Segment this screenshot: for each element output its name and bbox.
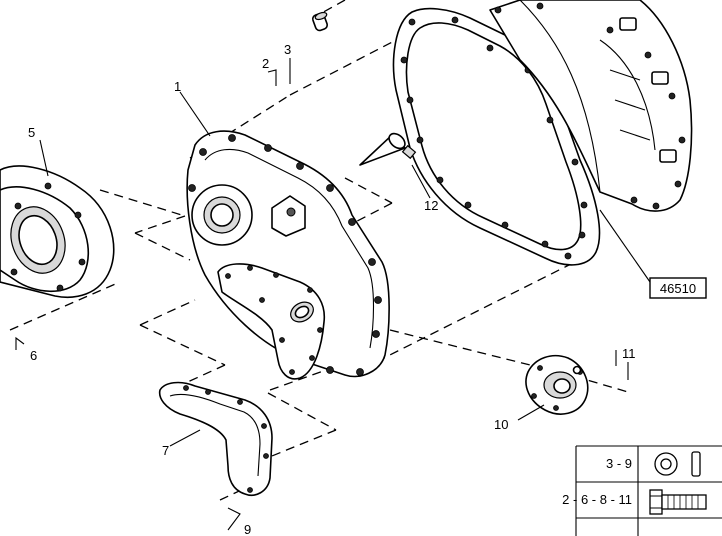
callout-2: 2	[262, 56, 269, 71]
callout-10: 10	[494, 417, 508, 432]
rear-housing	[489, 0, 693, 212]
part-12-breather	[359, 132, 417, 166]
table-row1-label: 3 - 9	[606, 456, 632, 471]
part-10-flange	[525, 354, 589, 415]
washer-icon	[654, 451, 701, 477]
fastener-table: 3 - 9 2 - 6 - 8 - 11	[562, 445, 722, 536]
gasket	[392, 7, 601, 266]
cover-plate	[217, 263, 326, 380]
part-5-housing-ring	[0, 165, 115, 299]
assembly-lines	[9, 0, 629, 501]
part-1-front-cover	[186, 130, 390, 378]
callout-7: 7	[162, 443, 169, 458]
reference-number: 46510	[660, 281, 696, 296]
reference-box: 46510	[649, 277, 707, 299]
callout-6: 6	[30, 348, 37, 363]
callout-1: 1	[174, 79, 181, 94]
table-row2-label: 2 - 6 - 8 - 11	[562, 492, 632, 507]
callout-5: 5	[28, 125, 35, 140]
leader-lines	[15, 58, 651, 531]
callout-3: 3	[284, 42, 291, 57]
callout-labels: 1 2 3 5 6 7 9 10 11 12	[28, 42, 636, 536]
bolt-icon	[649, 489, 707, 515]
part-3-pin	[311, 11, 329, 32]
callout-9: 9	[244, 522, 251, 536]
part-7-bracket	[158, 381, 273, 496]
callout-12: 12	[424, 198, 438, 213]
callout-11: 11	[622, 346, 636, 361]
